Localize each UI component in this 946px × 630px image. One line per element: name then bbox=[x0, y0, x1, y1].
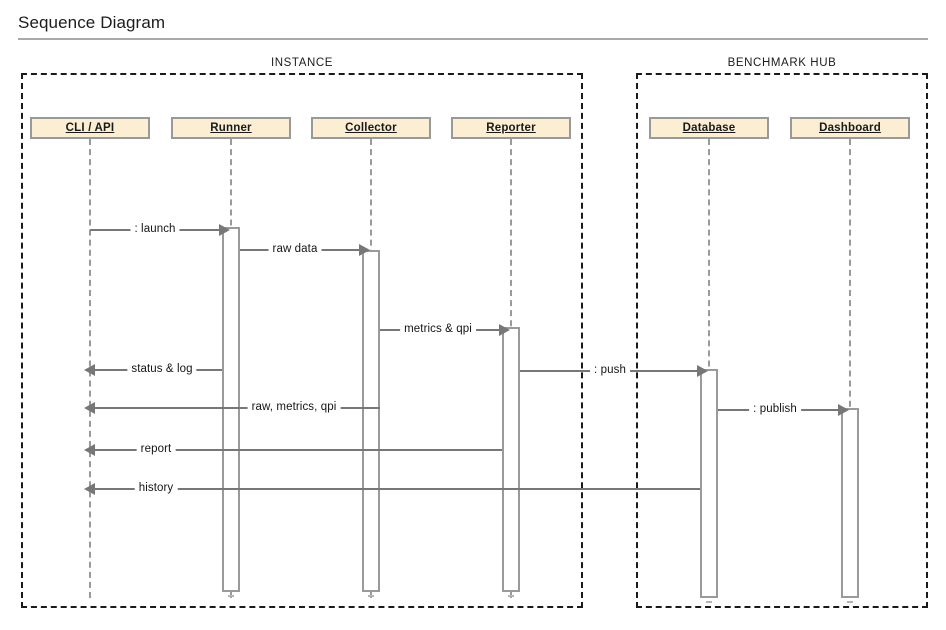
activation-database[interactable] bbox=[700, 369, 718, 598]
lifeline-label-reporter: Reporter bbox=[486, 122, 536, 134]
message-status-log-label: status & log bbox=[127, 363, 197, 375]
message-push-label: : push bbox=[590, 364, 630, 376]
group-label-benchmark-hub: BENCHMARK HUB bbox=[727, 57, 837, 69]
activation-collector-foot bbox=[368, 595, 374, 597]
group-frame-benchmark-hub bbox=[636, 73, 928, 608]
message-launch-label: : launch bbox=[130, 223, 180, 235]
activation-database-foot bbox=[706, 601, 712, 603]
lifeline-dashboard bbox=[849, 139, 851, 598]
message-push-arrowhead bbox=[697, 365, 708, 377]
lifeline-label-collector: Collector bbox=[345, 122, 397, 134]
activation-dashboard-foot bbox=[847, 601, 853, 603]
lifeline-database bbox=[708, 139, 710, 598]
lifeline-box-database[interactable]: Database bbox=[649, 117, 769, 139]
group-label-instance: INSTANCE bbox=[270, 57, 334, 69]
lifeline-label-cli-api: CLI / API bbox=[65, 122, 115, 134]
message-publish-arrowhead bbox=[838, 404, 849, 416]
activation-runner-foot bbox=[228, 595, 234, 597]
message-metrics-qpi-label: metrics & qpi bbox=[400, 323, 476, 335]
message-raw-metrics-qpi-arrowhead bbox=[84, 402, 95, 414]
page-title: Sequence Diagram bbox=[18, 13, 166, 32]
message-metrics-qpi-arrowhead bbox=[499, 324, 510, 336]
message-history-arrowhead bbox=[84, 483, 95, 495]
activation-dashboard[interactable] bbox=[841, 408, 859, 598]
lifeline-label-database: Database bbox=[682, 122, 736, 134]
message-launch-arrowhead bbox=[219, 224, 230, 236]
message-raw-data-label: raw data bbox=[268, 243, 322, 255]
message-publish-label: : publish bbox=[749, 403, 801, 415]
title-divider bbox=[18, 38, 928, 40]
message-report-arrowhead bbox=[84, 444, 95, 456]
activation-reporter-foot bbox=[508, 595, 514, 597]
message-history-line bbox=[92, 488, 700, 490]
message-report-label: report bbox=[136, 443, 176, 455]
message-report-line bbox=[92, 449, 502, 451]
lifeline-box-runner[interactable]: Runner bbox=[171, 117, 291, 139]
message-raw-metrics-qpi-line bbox=[92, 407, 380, 409]
message-raw-data-arrowhead bbox=[359, 244, 370, 256]
activation-collector[interactable] bbox=[362, 250, 380, 592]
lifeline-label-runner: Runner bbox=[210, 122, 252, 134]
lifeline-label-dashboard: Dashboard bbox=[819, 122, 881, 134]
lifeline-box-collector[interactable]: Collector bbox=[311, 117, 431, 139]
lifeline-box-dashboard[interactable]: Dashboard bbox=[790, 117, 910, 139]
activation-reporter[interactable] bbox=[502, 327, 520, 592]
activation-runner[interactable] bbox=[222, 227, 240, 592]
message-status-log-arrowhead bbox=[84, 364, 95, 376]
message-history-label: history bbox=[134, 482, 178, 494]
lifeline-box-cli-api[interactable]: CLI / API bbox=[30, 117, 150, 139]
message-raw-metrics-qpi-label: raw, metrics, qpi bbox=[247, 401, 341, 413]
group-frame-instance bbox=[21, 73, 583, 608]
lifeline-box-reporter[interactable]: Reporter bbox=[451, 117, 571, 139]
